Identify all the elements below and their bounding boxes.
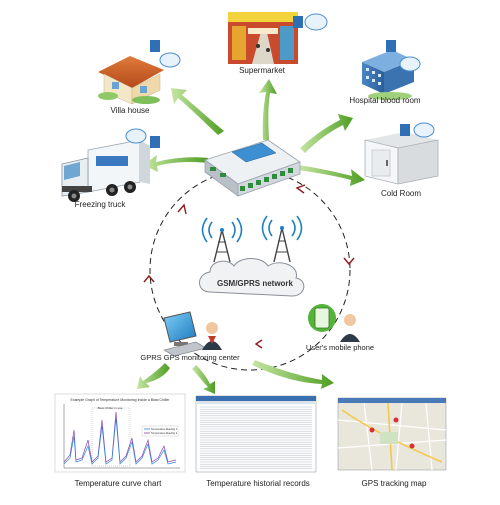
network-label: GSM/GPRS network (217, 279, 294, 288)
gps-badge-icon (400, 122, 435, 138)
cell-tower-icon (261, 215, 303, 263)
cycle-arrow-icon (254, 339, 263, 349)
temp-chart-label: Temperature curve chart (75, 479, 162, 488)
cold-room-label: Cold Room (381, 189, 421, 198)
network-cloud (199, 258, 305, 297)
cell-tower-icon (201, 217, 243, 263)
cycle-arrow-icon (295, 184, 306, 194)
cold-room-image (364, 132, 439, 185)
cycle-arrow-icon (143, 274, 155, 283)
mobile-phone-image (308, 304, 360, 342)
freezing-truck-image (61, 139, 150, 202)
arrow-to-temp-chart (137, 363, 170, 389)
cycle-arrows (143, 184, 355, 349)
gps-badge-icon (386, 40, 421, 72)
monitoring-center-label: GPRS GPS monitoring center (140, 353, 240, 362)
chart-title: Example Graph of Temperature Monitoring … (71, 398, 171, 402)
temperature-chart-panel: Example Graph of Temperature Monitoring … (54, 393, 186, 473)
gps-badge-icon (150, 40, 181, 68)
cycle-arrow-icon (177, 203, 187, 215)
arrow-to-hospital (300, 114, 353, 153)
monitoring-center-image (163, 311, 222, 357)
arrow-to-gps-map (252, 360, 334, 389)
arrow-to-truck (143, 155, 208, 172)
hospital-building-image (362, 50, 414, 100)
historical-records-label: Temperature historial records (206, 479, 310, 488)
gps-badge-icon (125, 128, 160, 148)
chart-legend-1: Temperature Reading 1 (151, 428, 178, 431)
arrow-to-supermarket (259, 79, 277, 140)
villa-house-label: Villa house (111, 106, 151, 115)
villa-house-image (98, 56, 164, 105)
freezing-truck-label: Freezing truck (75, 200, 127, 209)
green-arrows-top (143, 79, 365, 186)
supermarket-label: Supermarket (239, 66, 286, 75)
green-arrows-bottom (137, 360, 334, 394)
mobile-phone-label: User's mobile phone (306, 343, 374, 352)
arrow-to-historical-records (192, 365, 215, 394)
gps-map-panel (337, 397, 447, 471)
cycle-arrow-icon (343, 257, 355, 266)
hospital-label: Hospital blood room (349, 96, 420, 105)
gps-tracker-device (204, 139, 301, 197)
historical-records-panel (195, 395, 317, 473)
gps-badge-icon (293, 13, 328, 31)
arrow-to-villa (171, 88, 224, 135)
gps-map-label: GPS tracking map (362, 479, 427, 488)
chart-legend-2: Temperature Reading 2 (151, 432, 178, 435)
supermarket-image (228, 12, 298, 64)
arrow-to-cold-room (298, 165, 365, 186)
